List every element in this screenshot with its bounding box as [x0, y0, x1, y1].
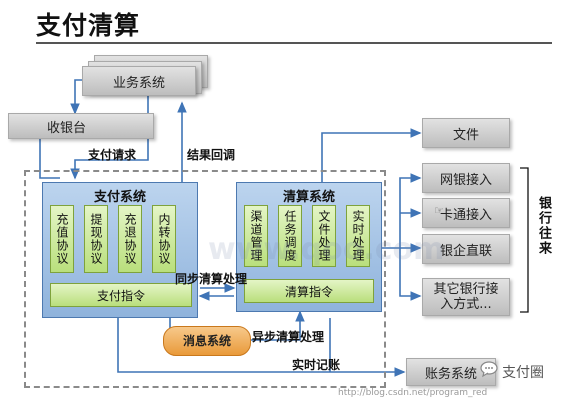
url-watermark: http://blog.csdn.net/program_red	[338, 388, 488, 398]
payment-column-withdraw: 提现协议	[84, 205, 108, 273]
payment-request-label: 支付请求	[88, 148, 137, 162]
bank-channel-card: 卡通接入	[422, 198, 510, 228]
payment-column-recharge: 充值协议	[50, 205, 74, 273]
logo-watermark: 支付圈	[502, 365, 544, 381]
payment-system-title: 支付系统	[93, 190, 146, 205]
clearing-system-title: 清算系统	[282, 190, 335, 205]
cashier-box: 收银台	[8, 113, 154, 139]
clearing-column-label: 实时处理	[351, 210, 365, 262]
arrow-cashier-to-payment	[39, 135, 60, 179]
chat-bubble-icon	[480, 360, 500, 378]
clearing-column-label: 文件处理	[317, 210, 331, 262]
clearing-column-channel: 渠道管理	[244, 205, 268, 267]
business-system-box: 业务系统	[82, 66, 196, 96]
payment-column-label: 提现协议	[89, 213, 103, 265]
payment-column-transfer: 内转协议	[152, 205, 176, 273]
payment-column-label: 充退协议	[123, 213, 137, 265]
bank-channel-online: 网银接入	[422, 163, 510, 193]
clearing-instruction-box: 清算指令	[244, 279, 374, 303]
message-system-box: 消息系统	[163, 326, 251, 356]
bank-channel-enterprise: 银企直联	[422, 234, 510, 264]
hand-pointer-icon: ☞	[434, 204, 444, 217]
clearing-column-file: 文件处理	[312, 205, 336, 267]
page-title: 支付清算	[36, 11, 141, 40]
account-system-box: 账务系统	[406, 358, 496, 386]
clearing-column-scheduling: 任务调度	[278, 205, 302, 267]
realtime-accounting-label: 实时记账	[292, 358, 341, 372]
platform-boundary	[24, 170, 386, 388]
arrow-message-to-clearing	[250, 310, 305, 341]
async-clearing-label: 异步清算处理	[252, 330, 325, 344]
bank-bracket	[520, 167, 529, 313]
payment-column-label: 内转协议	[157, 213, 171, 265]
title-divider	[36, 42, 552, 44]
arrow-payment-to-account	[117, 318, 406, 377]
arrow-to-other-banks	[399, 248, 422, 301]
payment-instruction-box: 支付指令	[50, 283, 192, 307]
clearing-column-label: 任务调度	[283, 210, 297, 262]
payment-column-label: 充值协议	[55, 213, 69, 265]
clearing-column-label: 渠道管理	[249, 210, 263, 262]
file-box: 文件	[422, 118, 510, 148]
clearing-column-realtime: 实时处理	[346, 205, 370, 267]
payment-column-refund: 充退协议	[118, 205, 142, 273]
bank-channel-other: 其它银行接入方式...	[422, 278, 510, 316]
result-callback-label: 结果回调	[187, 148, 236, 162]
bank-exchange-label: 银行往来	[536, 196, 551, 256]
sync-clearing-label: 同步清算处理	[175, 272, 248, 286]
arrow-clearing-to-file	[321, 128, 422, 185]
center-watermark: www.qoo.com	[208, 232, 445, 267]
